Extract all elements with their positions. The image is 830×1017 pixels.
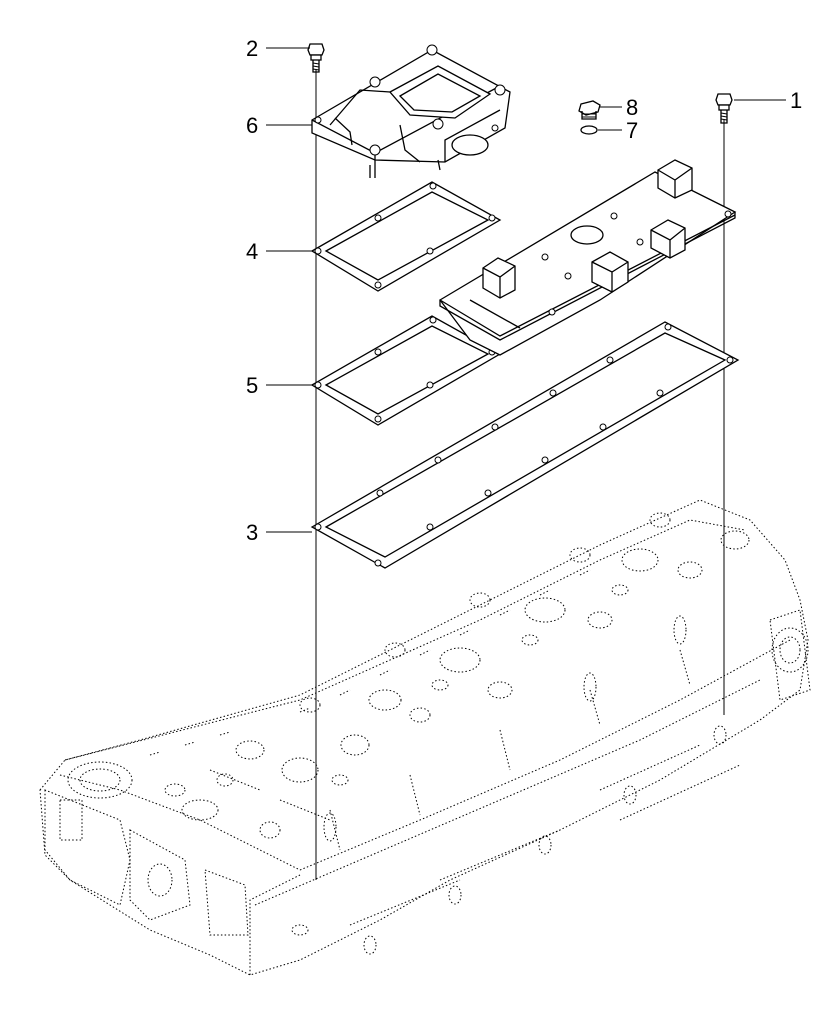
gasket-small: [310, 181, 502, 292]
cylinder-head: [39, 499, 811, 976]
callout-4: 4: [246, 239, 258, 264]
bolt-left: [307, 43, 325, 73]
callout-labels: 1 2 3 4 5 6 7 8: [246, 36, 802, 545]
callout-2: 2: [246, 36, 258, 61]
gasket-long: [310, 321, 740, 569]
bolt-right: [715, 93, 733, 124]
callout-5: 5: [246, 373, 258, 398]
sealing-washer: [580, 125, 598, 135]
callout-3: 3: [246, 520, 258, 545]
callout-7: 7: [626, 118, 638, 143]
intake-connection: [311, 44, 511, 178]
plug: [578, 100, 601, 120]
callout-1: 1: [790, 88, 802, 113]
callout-6: 6: [246, 113, 258, 138]
leader-lines: [266, 47, 786, 533]
intake-cover-plate: [439, 159, 737, 356]
callout-8: 8: [626, 95, 638, 120]
